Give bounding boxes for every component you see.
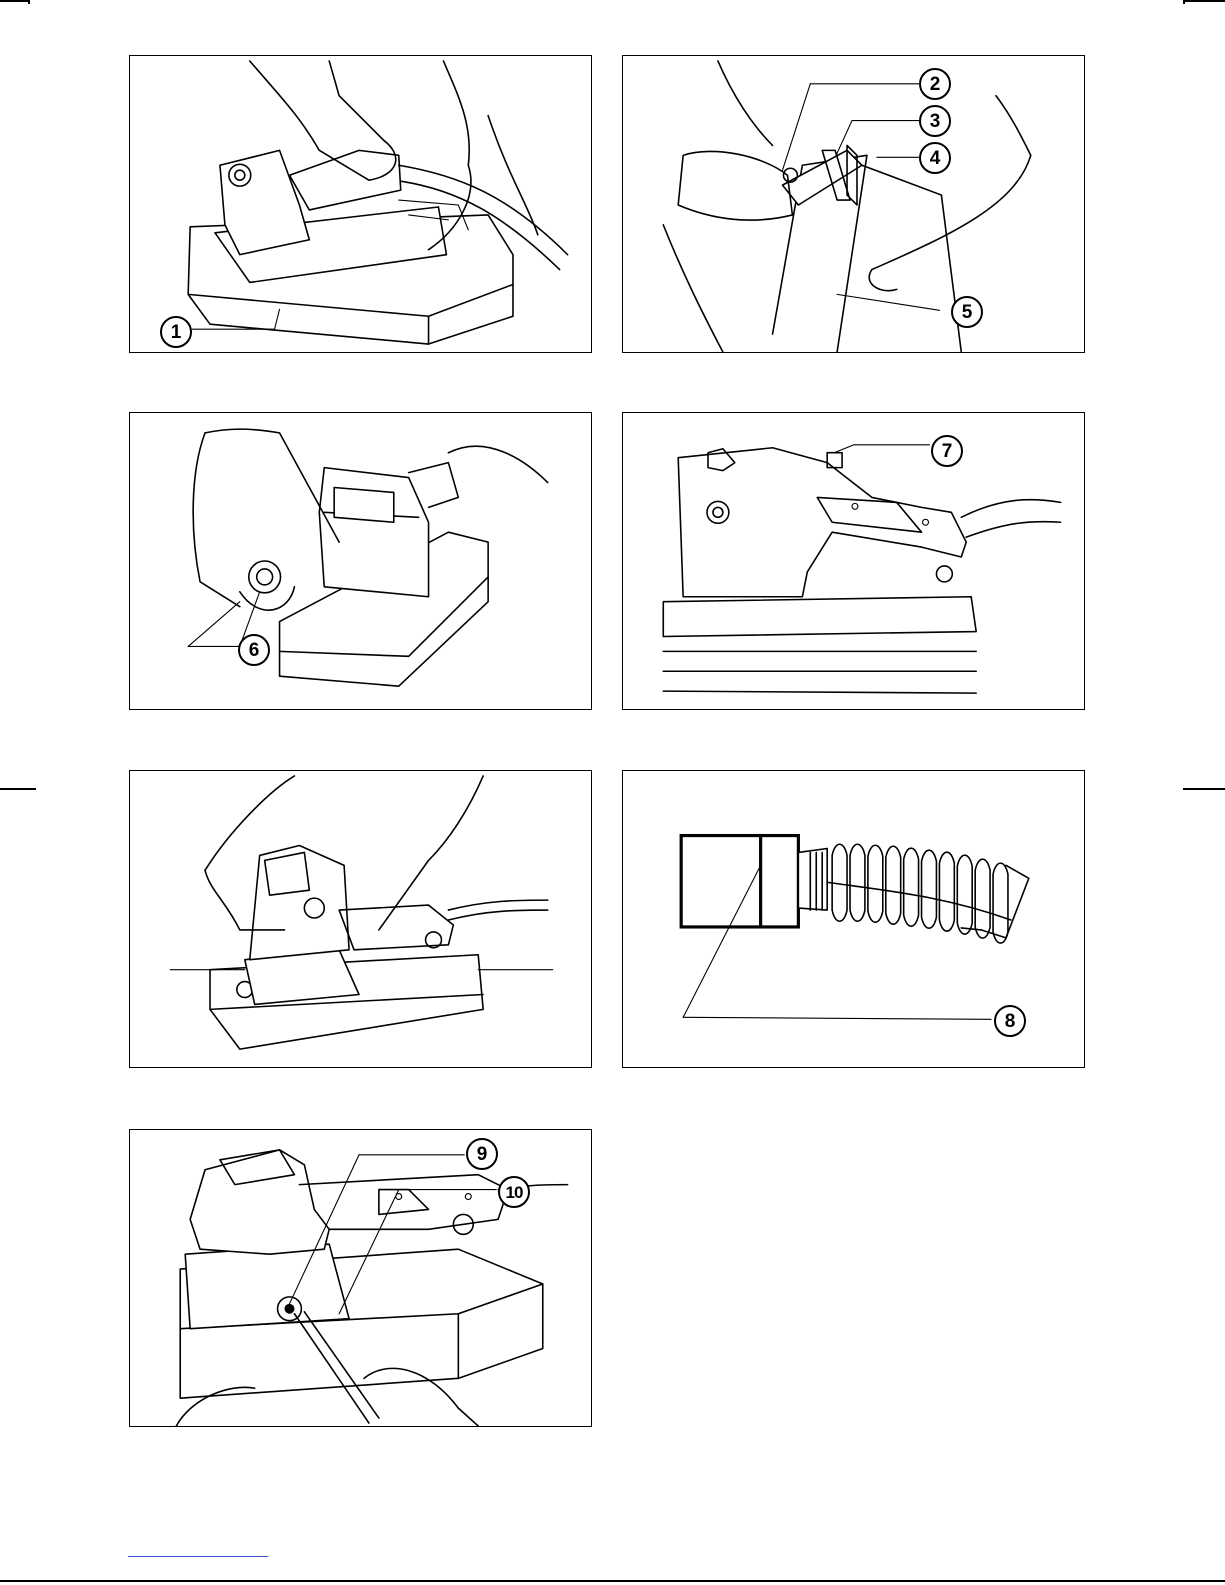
callout-3-clamp: 3	[919, 105, 951, 137]
figure-7-panel: 9 10	[129, 1129, 592, 1427]
crop-mark-mid-left	[0, 788, 36, 790]
crop-mark-bottom	[0, 1580, 1225, 1582]
crop-mark-top-left-v	[28, 0, 30, 4]
figure-1-sander-dust-bag-illustration	[130, 56, 591, 352]
figure-2-panel: 2 3 4 5	[622, 55, 1085, 353]
callout-2-clamp-lever: 2	[919, 68, 951, 100]
callout-7-switch-trigger: 7	[931, 435, 963, 467]
footer-link-underline	[128, 1556, 268, 1557]
callout-5-pad: 5	[951, 296, 983, 328]
figure-4-panel: 7	[622, 412, 1085, 710]
callout-8-limit-mark: 8	[994, 1005, 1026, 1037]
figure-3-dust-bag-nozzle-illustration	[130, 413, 591, 709]
brush-spring-coils	[810, 844, 1011, 943]
callout-10-brush-holder-cap: 10	[498, 1176, 530, 1208]
crop-mark-top-left	[0, 0, 28, 2]
crop-mark-mid-right	[1183, 788, 1225, 790]
figure-3-panel: 6	[129, 412, 592, 710]
figure-4-switch-illustration	[623, 413, 1084, 709]
figure-5-panel	[129, 770, 592, 1068]
figure-6-panel: 8	[622, 770, 1085, 1068]
figure-1-panel: 1	[129, 55, 592, 353]
figure-7-brush-holder-cap-illustration	[130, 1130, 591, 1426]
callout-1-dust-bag: 1	[160, 316, 192, 348]
figure-2-paper-clamp-illustration	[623, 56, 1084, 352]
callout-9-screwdriver: 9	[466, 1138, 498, 1170]
crop-mark-top-right-v	[1183, 0, 1185, 4]
callout-4-abrasive-paper: 4	[919, 142, 951, 174]
crop-mark-top-right	[1183, 0, 1225, 2]
callout-6-nozzle: 6	[238, 634, 270, 666]
figure-5-sanding-operation-illustration	[130, 771, 591, 1067]
